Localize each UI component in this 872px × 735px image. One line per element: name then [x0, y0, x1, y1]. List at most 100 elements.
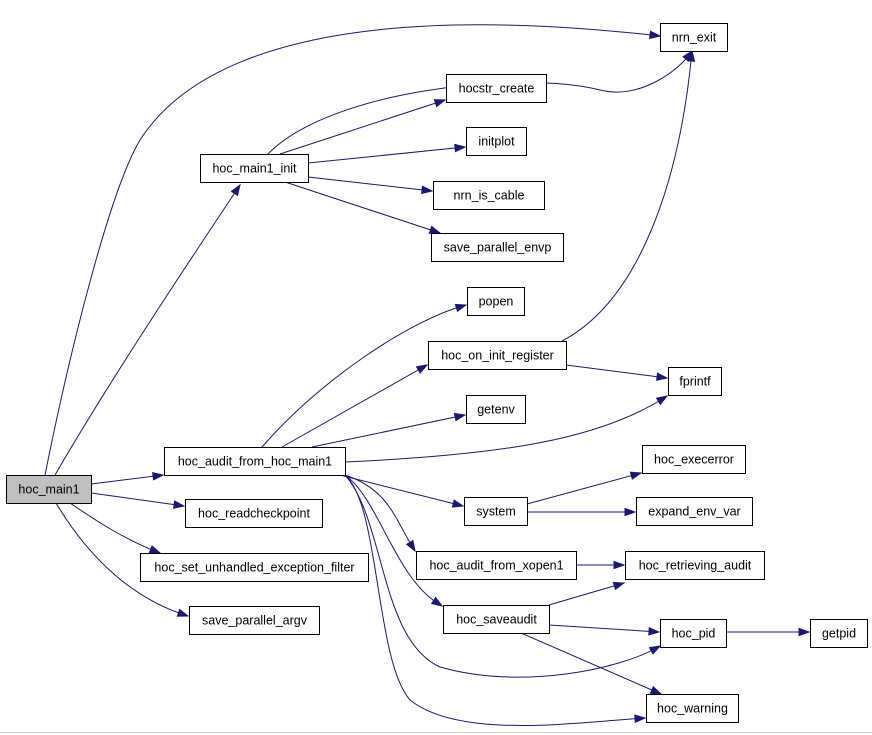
node-hoc-audit-from-xopen1[interactable]: hoc_audit_from_xopen1: [416, 551, 577, 580]
node-hoc-set-unhandled-exception-filter-box[interactable]: [140, 553, 369, 582]
edge-hoc-main1-init-to-save-parallel-envp-line: [284, 181, 441, 234]
node-hoc-audit-from-hoc-main1-box[interactable]: [164, 447, 346, 476]
node-nrn-exit[interactable]: nrn_exit: [660, 23, 728, 52]
node-hoc-main1-init[interactable]: hoc_main1_init: [200, 154, 309, 183]
edge-hoc-main1-init-to-hocstr-create-arrowhead: [433, 99, 447, 108]
edge-hoc-saveaudit-to-hoc-retrieving-audit-line: [548, 582, 625, 606]
node-hoc-pid[interactable]: hoc_pid: [660, 619, 727, 648]
node-getpid[interactable]: getpid: [810, 619, 868, 648]
edge-hoc-audit-from-hoc-main1-to-system-line: [339, 474, 464, 507]
node-hocstr-create-box[interactable]: [446, 74, 547, 103]
edge-hoc-audit-from-hoc-main1-to-fprintf-arrowhead: [655, 395, 669, 406]
node-getpid-box[interactable]: [810, 619, 868, 648]
edge-hoc-audit-from-hoc-main1-to-popen: [261, 303, 468, 448]
edge-hoc-audit-from-xopen1-to-hoc-retrieving-audit: [576, 560, 626, 570]
node-hoc-audit-from-xopen1-box[interactable]: [416, 551, 577, 580]
edge-hoc-saveaudit-to-hoc-retrieving-audit: [548, 581, 626, 606]
node-fprintf-box[interactable]: [668, 367, 722, 396]
edge-hoc-audit-from-hoc-main1-to-hoc-pid: [344, 474, 662, 678]
edge-hoc-audit-from-hoc-main1-to-getenv-line: [311, 414, 466, 448]
edge-hoc-main1-to-hoc-set-unhandled-exception-filter: [69, 502, 162, 554]
node-nrn-is-cable[interactable]: nrn_is_cable: [433, 181, 545, 210]
node-nrn-exit-box[interactable]: [660, 23, 728, 52]
node-system-label: system: [476, 505, 516, 519]
edge-hoc-main1-to-save-parallel-argv-line: [55, 502, 189, 617]
node-hoc-warning-label: hoc_warning: [657, 702, 728, 716]
node-save-parallel-envp[interactable]: save_parallel_envp: [431, 233, 564, 262]
node-hocstr-create-label: hocstr_create: [459, 82, 535, 96]
node-hoc-on-init-register-box[interactable]: [428, 341, 567, 370]
edge-hoc-on-init-register-to-fprintf-arrowhead: [656, 372, 669, 381]
edge-hoc-main1-to-nrn-exit-line: [44, 24, 661, 476]
node-hoc-main1-label: hoc_main1: [18, 483, 79, 497]
node-save-parallel-argv[interactable]: save_parallel_argv: [189, 606, 320, 635]
node-hoc-execerror-box[interactable]: [642, 445, 746, 474]
node-hoc-audit-from-hoc-main1[interactable]: hoc_audit_from_hoc_main1: [164, 447, 346, 476]
node-hoc-audit-from-hoc-main1-label: hoc_audit_from_hoc_main1: [178, 455, 332, 469]
node-hoc-set-unhandled-exception-filter-label: hoc_set_unhandled_exception_filter: [154, 561, 354, 575]
edge-hoc-audit-from-hoc-main1-to-hoc-audit-from-xopen1-arrowhead: [405, 539, 416, 553]
node-hoc-execerror[interactable]: hoc_execerror: [642, 445, 746, 474]
edge-hoc-audit-from-hoc-main1-to-system: [339, 474, 465, 508]
node-hoc-saveaudit[interactable]: hoc_saveaudit: [443, 605, 550, 634]
edge-hoc-main1-init-to-hocstr-create: [279, 99, 447, 155]
node-hoc-on-init-register[interactable]: hoc_on_init_register: [428, 341, 567, 370]
node-hocstr-create[interactable]: hocstr_create: [446, 74, 547, 103]
edge-hoc-main1-init-to-save-parallel-envp-arrowhead: [428, 225, 442, 234]
edge-hoc-main1-init-to-nrn-is-cable-line: [307, 176, 433, 192]
node-save-parallel-argv-label: save_parallel_argv: [202, 614, 308, 628]
edge-hoc-main1-to-hoc-readcheckpoint-arrowhead: [173, 500, 186, 509]
node-expand-env-var[interactable]: expand_env_var: [636, 497, 753, 526]
edge-hoc-on-init-register-to-nrn-exit: [561, 49, 696, 342]
node-popen[interactable]: popen: [467, 287, 525, 316]
node-hoc-main1-box[interactable]: [6, 475, 92, 504]
node-hoc-saveaudit-box[interactable]: [443, 605, 550, 634]
node-initplot-label: initplot: [478, 135, 515, 149]
node-hoc-warning[interactable]: hoc_warning: [646, 694, 739, 723]
edge-hoc-main1-init-to-initplot-arrowhead: [454, 143, 467, 153]
edge-hoc-main1-init-to-hocstr-create-line: [279, 99, 446, 155]
node-hoc-readcheckpoint[interactable]: hoc_readcheckpoint: [185, 499, 323, 528]
node-getenv[interactable]: getenv: [466, 395, 526, 424]
edge-hoc-saveaudit-to-hoc-warning-arrowhead: [649, 685, 663, 695]
edge-hoc-saveaudit-to-hoc-retrieving-audit-arrowhead: [612, 581, 626, 591]
node-system[interactable]: system: [464, 497, 528, 526]
node-hoc-main1[interactable]: hoc_main1: [6, 475, 92, 504]
edge-system-to-hoc-execerror-line: [526, 472, 642, 505]
node-hoc-retrieving-audit[interactable]: hoc_retrieving_audit: [625, 551, 765, 580]
edge-hoc-main1-to-hoc-readcheckpoint-line: [90, 492, 185, 507]
node-save-parallel-envp-box[interactable]: [431, 233, 564, 262]
node-expand-env-var-box[interactable]: [636, 497, 753, 526]
edge-hoc-audit-from-hoc-main1-to-hoc-on-init-register: [281, 364, 429, 448]
edge-hoc-audit-from-hoc-main1-to-hoc-audit-from-xopen1-line: [344, 474, 416, 552]
node-hoc-set-unhandled-exception-filter[interactable]: hoc_set_unhandled_exception_filter: [140, 553, 369, 582]
node-hoc-warning-box[interactable]: [646, 694, 739, 723]
edge-hoc-saveaudit-to-hoc-pid: [548, 624, 661, 636]
node-hoc-pid-box[interactable]: [660, 619, 727, 648]
node-hoc-readcheckpoint-box[interactable]: [185, 499, 323, 528]
node-getenv-box[interactable]: [466, 395, 526, 424]
edge-hoc-pid-to-getpid: [726, 627, 811, 637]
edge-hoc-audit-from-hoc-main1-to-popen-line: [261, 304, 467, 448]
node-system-box[interactable]: [464, 497, 528, 526]
node-fprintf-label: fprintf: [679, 375, 711, 389]
node-nrn-exit-label: nrn_exit: [672, 31, 717, 45]
edge-hoc-audit-from-hoc-main1-to-fprintf: [344, 395, 669, 463]
edge-hoc-audit-from-hoc-main1-to-popen-arrowhead: [454, 303, 468, 313]
edge-system-to-expand-env-var-arrowhead: [624, 507, 637, 517]
edge-system-to-hoc-execerror: [526, 471, 643, 505]
edge-hoc-audit-from-hoc-main1-to-hoc-warning-line: [344, 474, 646, 726]
node-nrn-is-cable-box[interactable]: [433, 181, 545, 210]
node-fprintf[interactable]: fprintf: [668, 367, 722, 396]
node-hoc-main1-init-box[interactable]: [200, 154, 309, 183]
node-initplot[interactable]: initplot: [466, 127, 527, 156]
node-hoc-retrieving-audit-box[interactable]: [625, 551, 765, 580]
edge-hoc-pid-to-getpid-arrowhead: [798, 627, 811, 637]
node-initplot-box[interactable]: [466, 127, 527, 156]
edge-hoc-audit-from-hoc-main1-to-hoc-pid-line: [344, 474, 661, 678]
node-save-parallel-argv-box[interactable]: [189, 606, 320, 635]
node-popen-box[interactable]: [467, 287, 525, 316]
edge-hoc-main1-to-hoc-main1-init: [54, 183, 241, 476]
edge-hoc-saveaudit-to-hoc-warning: [520, 632, 663, 695]
edge-hoc-saveaudit-to-hoc-pid-arrowhead: [648, 627, 661, 636]
